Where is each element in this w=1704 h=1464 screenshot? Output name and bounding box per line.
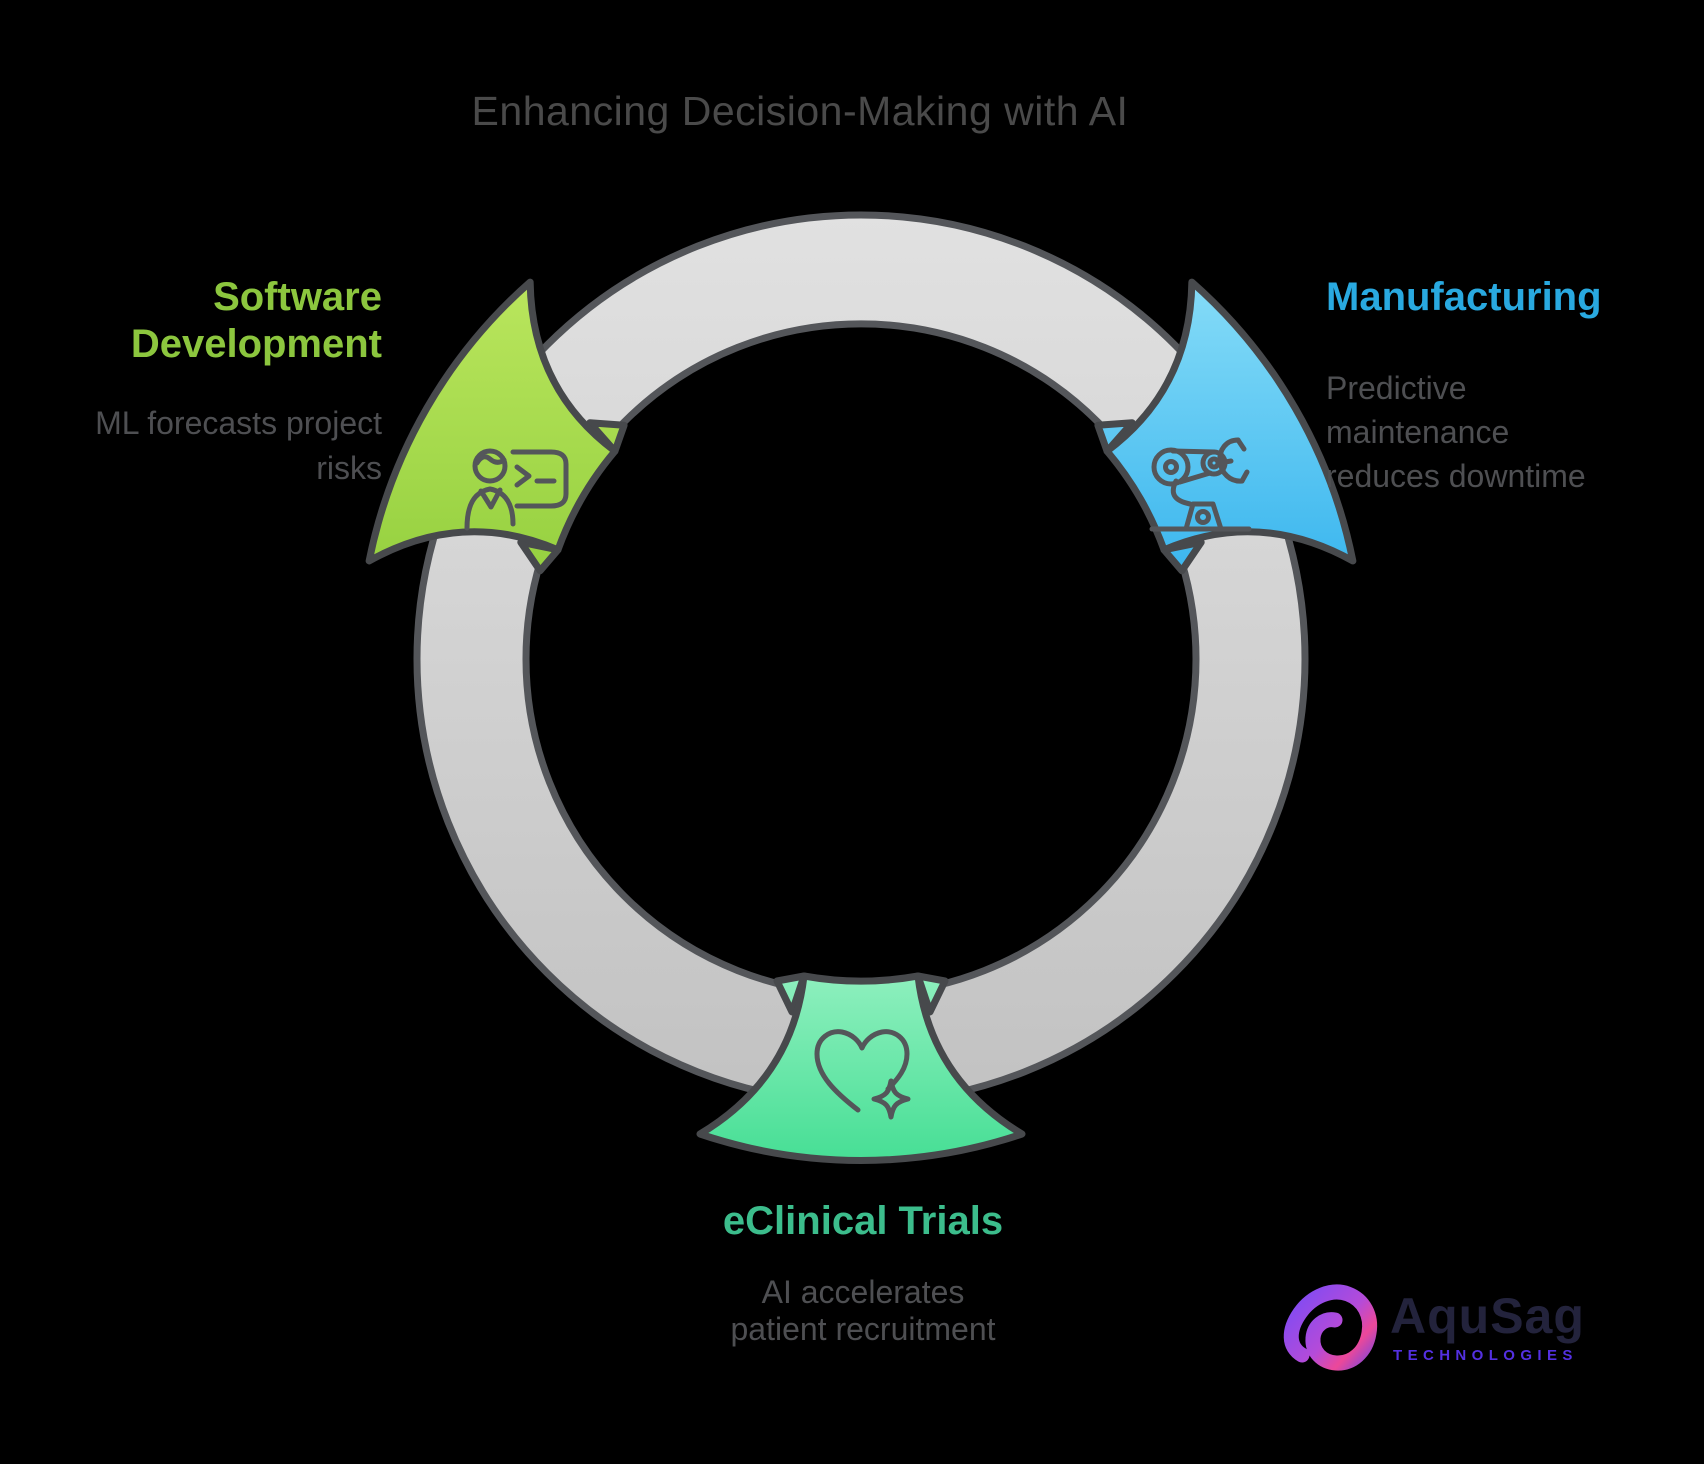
- logo-mark: [1283, 1284, 1378, 1371]
- presenter-terminal-icon: [464, 448, 569, 531]
- eclinical-desc-line1: AI accelerates: [761, 1274, 965, 1310]
- node-label-software-development: Software Development ML forecasts projec…: [80, 274, 382, 491]
- manufacturing-desc-line1: Predictive: [1326, 370, 1467, 406]
- wedge-software: [365, 278, 628, 575]
- heart-sparkle-icon: [814, 1029, 911, 1120]
- node-label-eclinical-trials: eClinical Trials AI accelerates patient …: [663, 1198, 1063, 1348]
- logo-tagline: TECHNOLOGIES: [1393, 1347, 1578, 1364]
- manufacturing-label: Manufacturing: [1326, 275, 1602, 319]
- software-development-desc-line2: risks: [316, 450, 382, 486]
- cycle-ring: [413, 211, 1309, 1107]
- wedge-eclinical: [696, 972, 1026, 1164]
- manufacturing-desc-line3: reduces downtime: [1326, 458, 1586, 494]
- eclinical-trials-label: eClinical Trials: [722, 1199, 1004, 1243]
- software-development-label-line2: Development: [130, 322, 382, 366]
- wedge-manufacturing: [1094, 278, 1357, 575]
- page-title: Enhancing Decision-Making with AI: [471, 88, 1129, 134]
- node-label-manufacturing: Manufacturing Predictive maintenance red…: [1326, 274, 1656, 498]
- software-development-desc-line1: ML forecasts project: [95, 405, 382, 441]
- eclinical-desc-line2: patient recruitment: [730, 1311, 996, 1347]
- logo-name: AquSag: [1390, 1288, 1585, 1344]
- manufacturing-desc-line2: maintenance: [1326, 414, 1510, 450]
- software-development-label-line1: Software: [213, 275, 382, 319]
- robot-arm-icon: [1149, 437, 1252, 532]
